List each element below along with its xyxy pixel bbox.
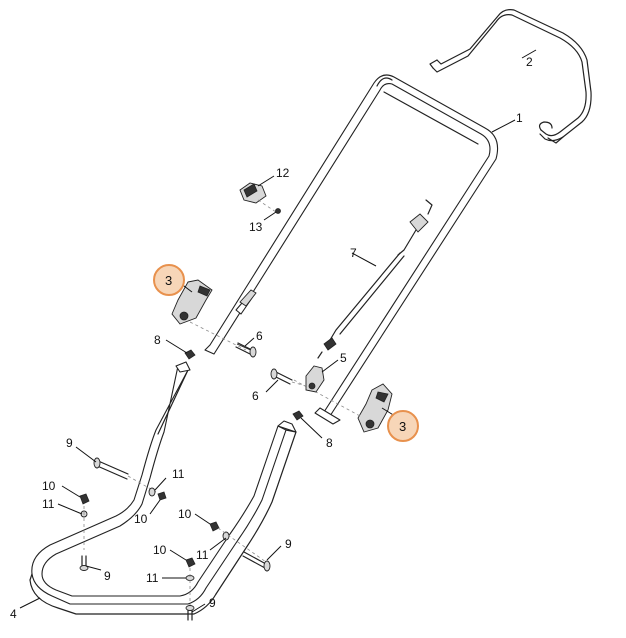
part-13-screw	[275, 208, 281, 214]
highlight-circle-3-right	[387, 410, 419, 442]
callout-11-c: 11	[196, 548, 209, 562]
callout-10-b: 10	[134, 512, 148, 526]
part-12-cable-clip	[239, 182, 277, 213]
callout-9-b: 9	[104, 569, 111, 583]
part-1-upper-handle	[204, 74, 499, 425]
part-10-nut-b	[79, 493, 90, 505]
callout-12: 12	[276, 166, 290, 180]
callout-6-b: 6	[252, 389, 259, 403]
highlight-circle-3-left	[153, 264, 185, 296]
part-2-bail-handle	[429, 9, 592, 144]
part-10-nut-d	[185, 557, 196, 568]
part-6-bolt-a	[235, 342, 257, 358]
callout-3-left: 3	[165, 273, 172, 288]
callout-9-d: 9	[209, 596, 216, 610]
part-11-washer-d	[185, 568, 195, 606]
part-3-lever-right	[293, 379, 393, 433]
callout-9-c: 9	[285, 537, 292, 551]
part-3-lever-left	[171, 279, 247, 351]
part-6-bolt-b	[270, 368, 307, 387]
callout-11-a: 11	[172, 467, 185, 481]
callout-3-right: 3	[399, 419, 406, 434]
callouts: 1 2 3 3 4 5 6 6 7 8 8 9 9 9 9 10 10 10 1…	[10, 55, 533, 621]
callout-6-a: 6	[256, 329, 263, 343]
callout-10-d: 10	[153, 543, 167, 557]
callout-13: 13	[249, 220, 263, 234]
part-11-washer-c	[217, 527, 267, 563]
part-9-bolt-b	[79, 555, 89, 571]
callout-10-c: 10	[178, 507, 192, 521]
part-8-nut-b	[292, 410, 304, 421]
callout-4: 4	[10, 607, 17, 621]
part-11-washer-b	[80, 506, 88, 550]
callout-11-b: 11	[42, 497, 55, 511]
callout-2: 2	[526, 55, 533, 69]
callout-1: 1	[516, 111, 523, 125]
callout-9-a: 9	[66, 436, 73, 450]
part-5-clamp	[305, 365, 325, 393]
leader-lines	[19, 49, 537, 613]
part-10-nut-a	[157, 491, 167, 501]
part-8-nut-a	[184, 349, 196, 360]
part-7-cable	[317, 199, 433, 359]
part-11-washer-a	[148, 487, 156, 497]
callout-11-d: 11	[146, 571, 159, 585]
callout-7: 7	[350, 246, 357, 260]
callout-8-a: 8	[154, 333, 161, 347]
callout-5: 5	[340, 351, 347, 365]
part-9-bolt-d	[185, 605, 195, 621]
part-10-nut-c	[209, 521, 220, 532]
callout-10-a: 10	[42, 479, 56, 493]
part-4-lower-handle	[29, 361, 297, 615]
part-9-bolt-c	[242, 551, 271, 572]
callout-8-b: 8	[326, 436, 333, 450]
